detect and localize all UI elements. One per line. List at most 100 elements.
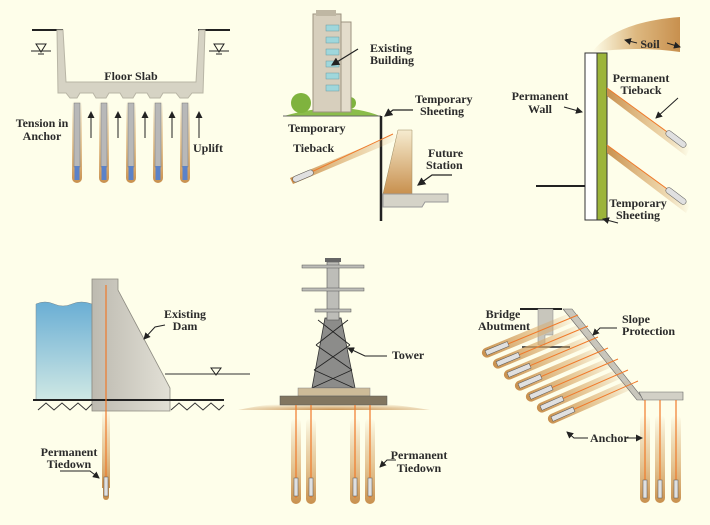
slope-anchor: [536, 368, 629, 413]
permanent-wall-label-1: Permanent: [512, 89, 569, 103]
uplift-anchors: [72, 100, 190, 183]
existing-dam-label-2: Dam: [173, 319, 198, 333]
permanent-tiedown-label-2: Tiedown: [47, 457, 92, 471]
soil-label: Soil: [640, 37, 660, 51]
anchor-bond-zone: [101, 166, 107, 180]
bond-zone-icon: [642, 479, 648, 499]
anchor-bond-zone: [155, 166, 161, 180]
permanent-tieback-label-2: Tieback: [620, 83, 661, 97]
bond-zone-icon: [495, 352, 521, 367]
window: [325, 72, 340, 80]
bond-zone-icon: [550, 406, 576, 422]
slope-anchor: [514, 346, 609, 391]
anchor-label: Anchor: [590, 431, 629, 445]
building-roof: [316, 10, 336, 16]
anchor-arrow-left: [566, 431, 588, 439]
tower-tiedown: [350, 405, 360, 504]
uplift-anchor: [153, 100, 163, 183]
permanent-tieback-arrow: [655, 97, 679, 119]
temporary-tieback-label-2: Tieback: [293, 141, 334, 155]
permanent-tieback-2: [606, 144, 690, 213]
panel-tower: Tower Permanent Tiedown: [238, 258, 447, 504]
uplift-anchor: [72, 100, 82, 183]
uplift-arrows: [87, 111, 203, 138]
floor-slab-shape: [56, 29, 206, 99]
anchor-rod: [100, 102, 108, 168]
temporary-sheeting-label-1: Temporary: [609, 196, 667, 210]
soil-shape: [592, 17, 680, 52]
slope-toe-slab: [638, 391, 684, 401]
bond-zone-icon: [528, 384, 554, 400]
bond-zone-icon: [506, 363, 532, 378]
toe-tiedown: [655, 400, 665, 503]
permanent-tieback-label-1: Permanent: [613, 71, 670, 85]
window: [325, 48, 340, 56]
bond-zone-icon: [673, 479, 679, 499]
toe-tiedowns: [640, 400, 681, 503]
tension-in-anchor-label-1: Tension in: [16, 116, 69, 130]
bond-zone-icon: [352, 477, 358, 497]
panel-dam: Existing Dam Permanent Tiedown: [33, 278, 250, 500]
panel-station: Existing Building Temporary Sheeting Tem…: [283, 10, 473, 221]
tower-arrow: [347, 347, 387, 357]
reservoir-water: [35, 301, 93, 401]
panel-wall: Soil Permanent Wall Permanent Tieback Te…: [512, 17, 690, 224]
permanent-wall: [584, 52, 598, 221]
anchor-bond-zone: [74, 166, 80, 180]
ground-hatch: [37, 402, 93, 411]
toe-tiedown: [640, 400, 650, 503]
temporary-sheeting-label-2: Sheeting: [420, 104, 464, 118]
panel-uplift: Floor Slab Tension in Anchor Uplift: [16, 29, 230, 183]
slope-anchors: [481, 313, 639, 424]
water-table-icon: [31, 43, 51, 55]
tower-tiedown: [291, 405, 301, 504]
slope-anchor: [492, 324, 589, 369]
bond-zone-icon: [308, 477, 314, 497]
future-station-label-1: Future: [428, 146, 464, 160]
anchor-bond-zone: [128, 166, 134, 180]
existing-dam-label-1: Existing: [164, 307, 206, 321]
anchor-rod: [73, 102, 81, 168]
temporary-sheeting-arrow: [384, 108, 413, 117]
permanent-tiedown-arrow: [379, 459, 396, 468]
slope-protection-label-2: Protection: [622, 324, 675, 338]
bond-zone-icon: [665, 187, 687, 205]
permanent-tiedown-arrow: [60, 470, 100, 479]
slope-anchor: [481, 313, 579, 358]
existing-dam: [91, 278, 171, 412]
slope-protection-arrow: [592, 327, 617, 336]
tower-tiedowns: [291, 405, 375, 504]
anchor-rod: [154, 102, 162, 168]
slope-anchor: [503, 335, 599, 380]
permanent-tiedown-label-1: Permanent: [41, 445, 98, 459]
permanent-wall-label-2: Wall: [528, 102, 553, 116]
bond-zone-icon: [657, 479, 663, 499]
temporary-sheeting-arrow: [602, 217, 619, 224]
window: [325, 36, 340, 44]
tower-tiedown: [306, 405, 316, 504]
bond-zone-icon: [665, 130, 687, 148]
tower-pedestal: [297, 387, 371, 397]
permanent-wall-arrow: [563, 106, 583, 114]
window: [325, 84, 340, 92]
window: [325, 24, 340, 32]
wall-facing: [596, 52, 608, 221]
existing-building-label-1: Existing: [370, 41, 412, 55]
anchor-bond-zone: [182, 166, 188, 180]
permanent-tiedown-label-1: Permanent: [391, 448, 448, 462]
uplift-anchor: [180, 100, 190, 183]
tension-in-anchor-label-2: Anchor: [23, 129, 62, 143]
ground-hatch: [170, 402, 225, 411]
uplift-label: Uplift: [193, 141, 223, 155]
tower-tiedown: [365, 405, 375, 504]
toe-tiedown: [671, 400, 681, 503]
future-station-slab: [382, 193, 449, 208]
water-table-icon: [209, 43, 229, 55]
temporary-tieback-anchor: [290, 133, 397, 184]
existing-dam-arrow: [143, 324, 166, 340]
temporary-sheeting-label-1: Temporary: [415, 92, 473, 106]
permanent-tieback-1: [606, 87, 690, 156]
existing-building-label-2: Building: [370, 53, 414, 67]
panel-bridge: Bridge Abutment Slope Protection Anchor: [478, 307, 684, 503]
